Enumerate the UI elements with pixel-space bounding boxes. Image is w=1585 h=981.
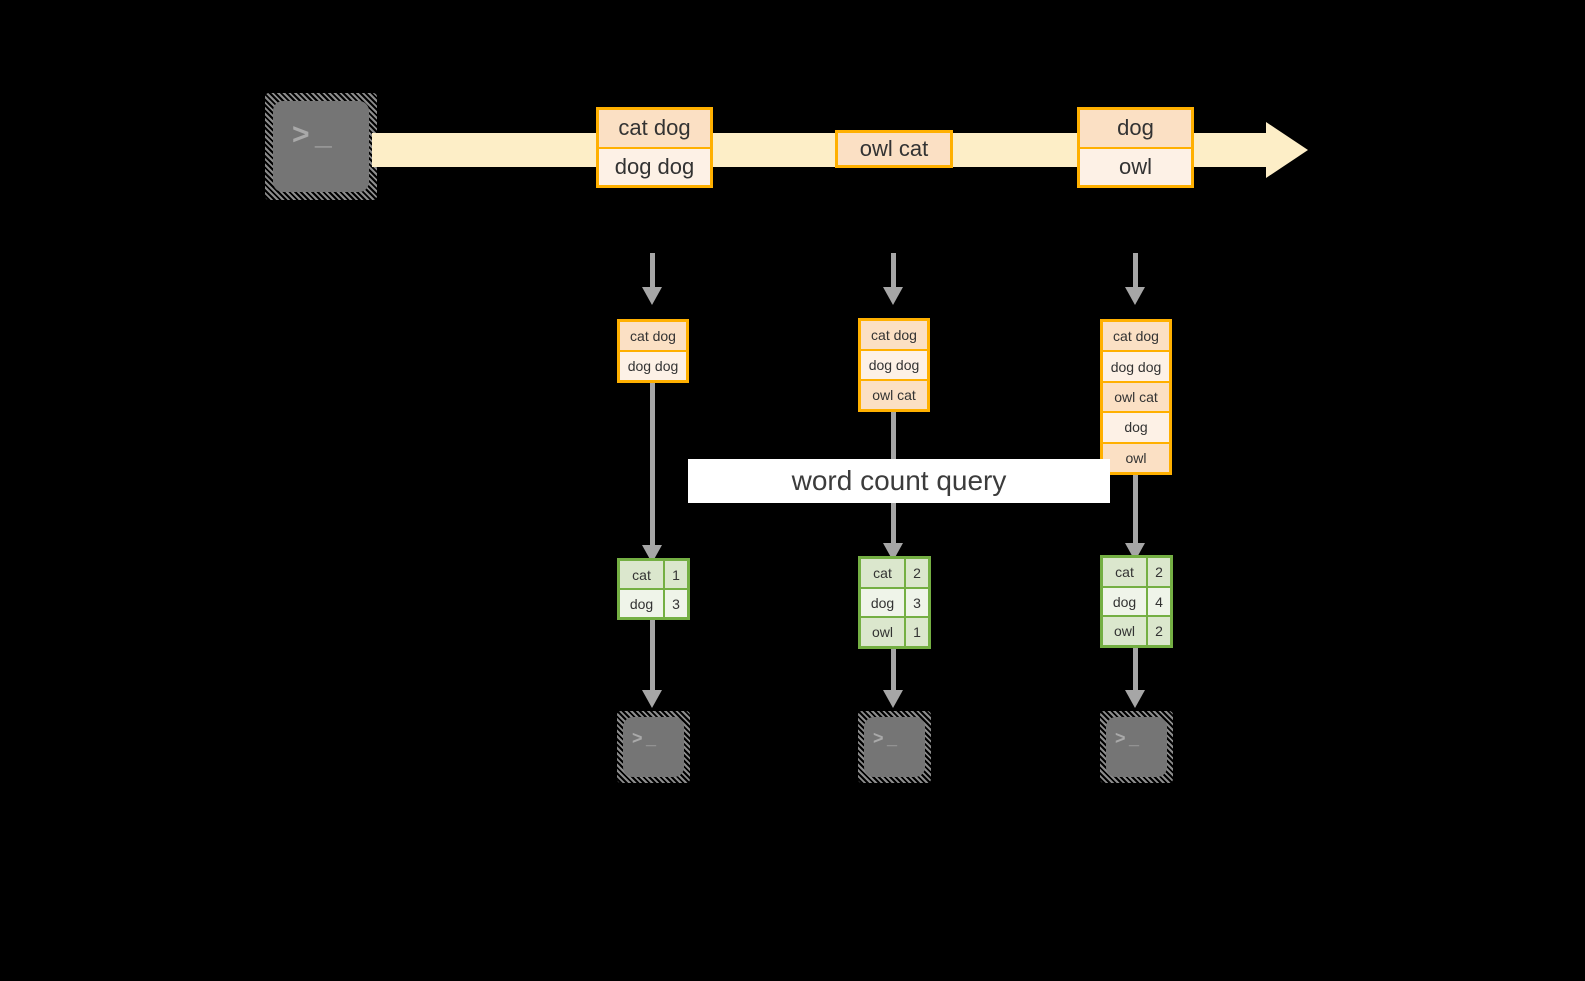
stream-event-line: dog dog bbox=[599, 148, 710, 185]
result-count: 3 bbox=[665, 590, 687, 617]
event-stream-arrowhead bbox=[1266, 122, 1308, 178]
result-row: cat 2 bbox=[861, 559, 928, 589]
snapshot-input-table[interactable]: cat dog dog dog owl cat bbox=[858, 318, 930, 412]
sink-arrow-line bbox=[891, 649, 896, 692]
result-row: dog 3 bbox=[620, 590, 687, 617]
sink-terminal-icon: > _ bbox=[1100, 711, 1173, 783]
result-row: owl 1 bbox=[861, 618, 928, 646]
terminal-cursor-glyph: _ bbox=[646, 728, 657, 748]
result-row: owl 2 bbox=[1103, 617, 1170, 645]
result-word: owl bbox=[861, 618, 906, 646]
snapshot-input-row: dog dog bbox=[861, 351, 927, 381]
snapshot-input-table[interactable]: cat dog dog dog bbox=[617, 319, 689, 383]
terminal-cursor-glyph: _ bbox=[1129, 728, 1140, 748]
sink-arrow-line bbox=[1133, 648, 1138, 692]
result-word: dog bbox=[1103, 587, 1148, 616]
snapshot-input-row: cat dog bbox=[861, 321, 927, 351]
result-row: dog 4 bbox=[1103, 587, 1170, 618]
result-row: dog 3 bbox=[861, 588, 928, 619]
result-word: dog bbox=[620, 590, 665, 617]
result-count: 1 bbox=[665, 561, 687, 588]
result-count: 2 bbox=[906, 559, 928, 587]
sink-arrow-head bbox=[642, 690, 662, 708]
stream-event-box[interactable]: dog owl bbox=[1077, 107, 1194, 188]
query-arrow-line bbox=[650, 383, 655, 551]
snapshot-drop-arrowhead bbox=[642, 287, 662, 305]
terminal-prompt-glyph: > bbox=[1115, 728, 1126, 748]
terminal-prompt-glyph: > bbox=[292, 118, 310, 151]
stream-event-line: cat dog bbox=[599, 110, 710, 149]
source-terminal-icon: > _ bbox=[265, 93, 377, 200]
sink-terminal-icon: > _ bbox=[617, 711, 690, 783]
stream-event-line: owl cat bbox=[838, 133, 950, 165]
terminal-body bbox=[864, 717, 925, 777]
result-row: cat 2 bbox=[1103, 558, 1170, 588]
result-word: cat bbox=[620, 561, 665, 588]
result-count: 3 bbox=[906, 588, 928, 617]
result-count: 2 bbox=[1148, 558, 1170, 586]
result-table[interactable]: cat 2 dog 4 owl 2 bbox=[1100, 555, 1173, 648]
stream-event-box[interactable]: owl cat bbox=[835, 130, 953, 168]
query-arrow-line bbox=[1133, 475, 1138, 549]
terminal-prompt-glyph: > bbox=[873, 728, 884, 748]
result-count: 4 bbox=[1148, 587, 1170, 616]
snapshot-input-row: cat dog bbox=[1103, 322, 1169, 353]
snapshot-drop-line bbox=[891, 253, 896, 287]
terminal-cursor-glyph: _ bbox=[887, 728, 898, 748]
snapshot-drop-line bbox=[1133, 253, 1138, 287]
terminal-prompt-glyph: > bbox=[632, 728, 643, 748]
snapshot-input-row: cat dog bbox=[620, 322, 686, 352]
snapshot-input-row: dog bbox=[1103, 413, 1169, 444]
snapshot-input-row: dog dog bbox=[1103, 352, 1169, 383]
terminal-body bbox=[623, 717, 684, 777]
snapshot-drop-line bbox=[650, 253, 655, 287]
sink-arrow-head bbox=[883, 690, 903, 708]
snapshot-input-table[interactable]: cat dog dog dog owl cat dog owl bbox=[1100, 319, 1172, 475]
terminal-body bbox=[1106, 717, 1167, 777]
snapshot-input-row: owl cat bbox=[1103, 382, 1169, 414]
snapshot-drop-arrowhead bbox=[883, 287, 903, 305]
query-banner: word count query bbox=[688, 459, 1110, 503]
result-word: owl bbox=[1103, 617, 1148, 645]
snapshot-input-row: owl bbox=[1103, 443, 1169, 472]
sink-terminal-icon: > _ bbox=[858, 711, 931, 783]
result-table[interactable]: cat 2 dog 3 owl 1 bbox=[858, 556, 931, 649]
result-row: cat 1 bbox=[620, 561, 687, 590]
stream-event-line: owl bbox=[1080, 148, 1191, 185]
result-word: cat bbox=[1103, 558, 1148, 586]
snapshot-input-row: owl cat bbox=[861, 381, 927, 409]
result-table[interactable]: cat 1 dog 3 bbox=[617, 558, 690, 620]
stream-event-box[interactable]: cat dog dog dog bbox=[596, 107, 713, 188]
snapshot-input-row: dog dog bbox=[620, 352, 686, 380]
result-count: 2 bbox=[1148, 617, 1170, 645]
snapshot-drop-arrowhead bbox=[1125, 287, 1145, 305]
sink-arrow-line bbox=[650, 620, 655, 692]
stream-event-line: dog bbox=[1080, 110, 1191, 149]
terminal-cursor-glyph: _ bbox=[315, 118, 332, 151]
sink-arrow-head bbox=[1125, 690, 1145, 708]
result-word: dog bbox=[861, 588, 906, 617]
result-word: cat bbox=[861, 559, 906, 587]
result-count: 1 bbox=[906, 618, 928, 646]
terminal-body bbox=[273, 101, 369, 192]
